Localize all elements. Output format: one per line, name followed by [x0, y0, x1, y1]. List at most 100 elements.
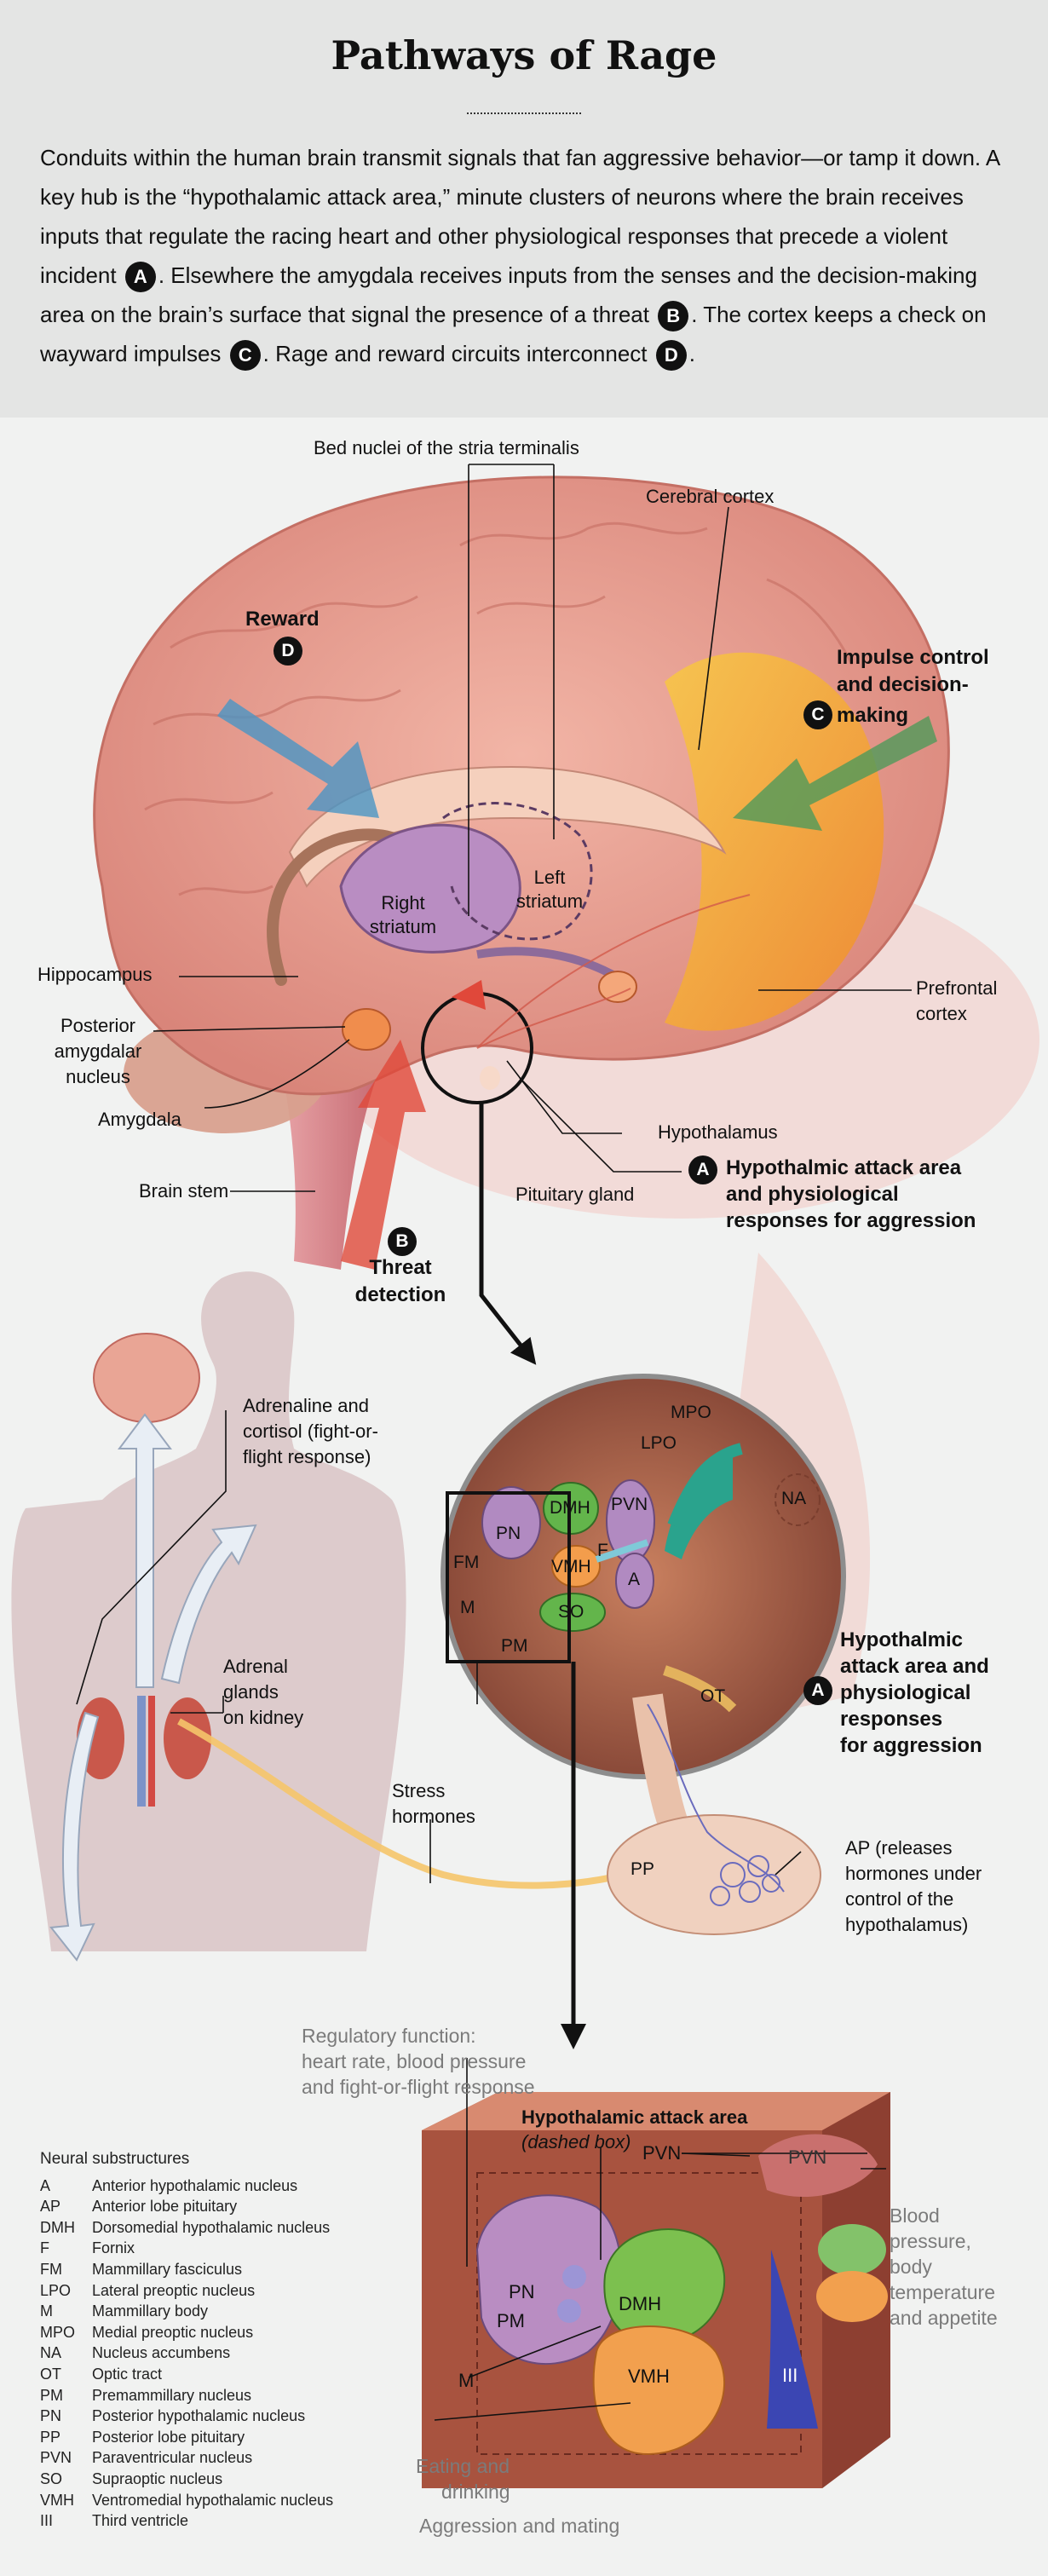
a-nucleus [615, 1553, 654, 1609]
cube-iii-shape [767, 2250, 818, 2429]
key-abbr: LPO [40, 2281, 72, 2299]
label-posterior-amygdalar-2: amygdalar [54, 1040, 142, 1062]
cube-dashed-box-label: (dashed box) [521, 2131, 631, 2152]
zoom-label-pp: PP [631, 1859, 655, 1879]
attack-arrow-tip [452, 980, 486, 1010]
zoom-leader-lines [476, 1662, 802, 1876]
key-abbr: DMH [40, 2218, 75, 2236]
lpo-nucleus [665, 1457, 733, 1559]
label-right-striatum-1: Right [381, 892, 425, 913]
label-left-striatum-2: striatum [515, 890, 584, 912]
zoom-label-dmh: DMH [550, 1498, 590, 1518]
impulse-arrow [733, 716, 937, 831]
key-description: Premammillary nucleus [92, 2386, 252, 2404]
key-description: Medial preoptic nucleus [92, 2323, 254, 2341]
zoom-attack-5: for aggression [840, 1734, 982, 1757]
cube-side-green [818, 2224, 886, 2275]
label-attack-2: and physiological [726, 1183, 899, 1206]
zoom-label-pvn: PVN [611, 1495, 648, 1514]
key-description: Ventromedial hypothalamic nucleus [92, 2491, 334, 2509]
key-row: PM Premammillary nucleus [40, 2385, 415, 2406]
key-row: III Third ventricle [40, 2510, 415, 2532]
label-stress-1: Stress [392, 1780, 446, 1801]
label-adrenaline-1: Adrenaline and [243, 1395, 370, 1416]
brain-stem-shape [281, 1065, 375, 1270]
key-description: Third ventricle [92, 2512, 189, 2530]
label-impulse-3: making [837, 704, 909, 727]
label-amygdala: Amygdala [98, 1109, 181, 1130]
key-abbr: F [40, 2239, 49, 2257]
badge-d: D [274, 637, 302, 666]
body-silhouette [11, 1271, 406, 1951]
badge-d-inline: D [655, 340, 687, 372]
cube-regulatory-2: heart rate, blood pressure [302, 2050, 527, 2072]
label-hypothalamus: Hypothalamus [658, 1121, 778, 1143]
key-description: Nucleus accumbens [92, 2344, 231, 2362]
label-stress-2: hormones [392, 1806, 475, 1827]
vmh-nucleus [551, 1545, 601, 1588]
zoom-label-pm: PM [501, 1636, 528, 1656]
key-abbr: A [40, 2176, 51, 2194]
kidney-right-shape [164, 1697, 211, 1779]
cube-regulatory-1: Regulatory function: [302, 2025, 476, 2047]
left-striatum-shape [442, 802, 593, 941]
na-outline [774, 1473, 821, 1526]
zoom-label-so: SO [558, 1602, 584, 1622]
cube-pm-shape-1 [562, 2265, 586, 2289]
pituitary-stalk [632, 1693, 688, 1829]
cube-pm: PM [497, 2310, 525, 2331]
key-row: VMH Ventromedial hypothalamic nucleus [40, 2490, 415, 2511]
key-abbr: VMH [40, 2491, 74, 2509]
cube-aggression: Aggression and mating [419, 2515, 620, 2537]
brain-illustration [93, 475, 1039, 1270]
zoom-ap-1: AP (releases [845, 1837, 953, 1859]
intro-text-3: . The cortex keeps a check on wayward im… [40, 302, 987, 366]
zoom-label-a: A [628, 1570, 641, 1589]
label-posterior-amygdalar-1: Posterior [60, 1015, 136, 1036]
key-abbr: PN [40, 2407, 62, 2425]
reward-arrow [217, 699, 379, 818]
badge-a-inline: A [124, 262, 156, 293]
label-adrenaline-2: cortisol (fight-or- [243, 1421, 378, 1442]
pn-nucleus [481, 1486, 541, 1559]
cube-top [422, 2092, 890, 2130]
title-rule [467, 112, 581, 114]
brain-gyri [144, 522, 854, 896]
brain-leader-lines [153, 464, 912, 1192]
label-left-striatum-1: Left [533, 867, 566, 888]
label-attack-3: responses for aggression [726, 1209, 976, 1232]
label-impulse-1: Impulse control [837, 646, 989, 669]
cube-dmh-shape [603, 2228, 726, 2345]
key-abbr: PM [40, 2386, 63, 2404]
key-description: Dorsomedial hypothalamic nucleus [92, 2218, 331, 2236]
zoom-attack-4: responses [840, 1708, 943, 1731]
key-abbr: AP [40, 2198, 61, 2216]
label-hippocampus: Hippocampus [37, 964, 153, 985]
zoom-label-na: NA [781, 1489, 807, 1508]
key-row: LPO Lateral preoptic nucleus [40, 2280, 415, 2302]
badge-b-inline: B [658, 301, 689, 332]
cube-regulatory-3: and fight-or-flight response [302, 2076, 535, 2098]
zoom-badge-a: A [803, 1676, 832, 1705]
key-abbr: III [40, 2512, 54, 2530]
badge-c-inline: C [229, 340, 261, 372]
cube-eating-1: Eating and [416, 2455, 510, 2477]
prefrontal-cortex-shape [665, 652, 884, 1031]
connection-lines [476, 894, 751, 1049]
cube-pn-shape [475, 2194, 622, 2365]
body-arrow-up [118, 1413, 172, 1688]
intro-text-1: Conduits within the human brain transmit… [40, 145, 999, 288]
key-description: Lateral preoptic nucleus [92, 2281, 256, 2299]
intro-text-5: . [688, 341, 695, 366]
key-abbr: FM [40, 2260, 62, 2278]
zoom-label-fm: FM [453, 1553, 480, 1572]
body-brain-shape [93, 1333, 200, 1423]
label-brain-stem: Brain stem [139, 1180, 229, 1202]
cube-illustration [422, 2092, 890, 2488]
